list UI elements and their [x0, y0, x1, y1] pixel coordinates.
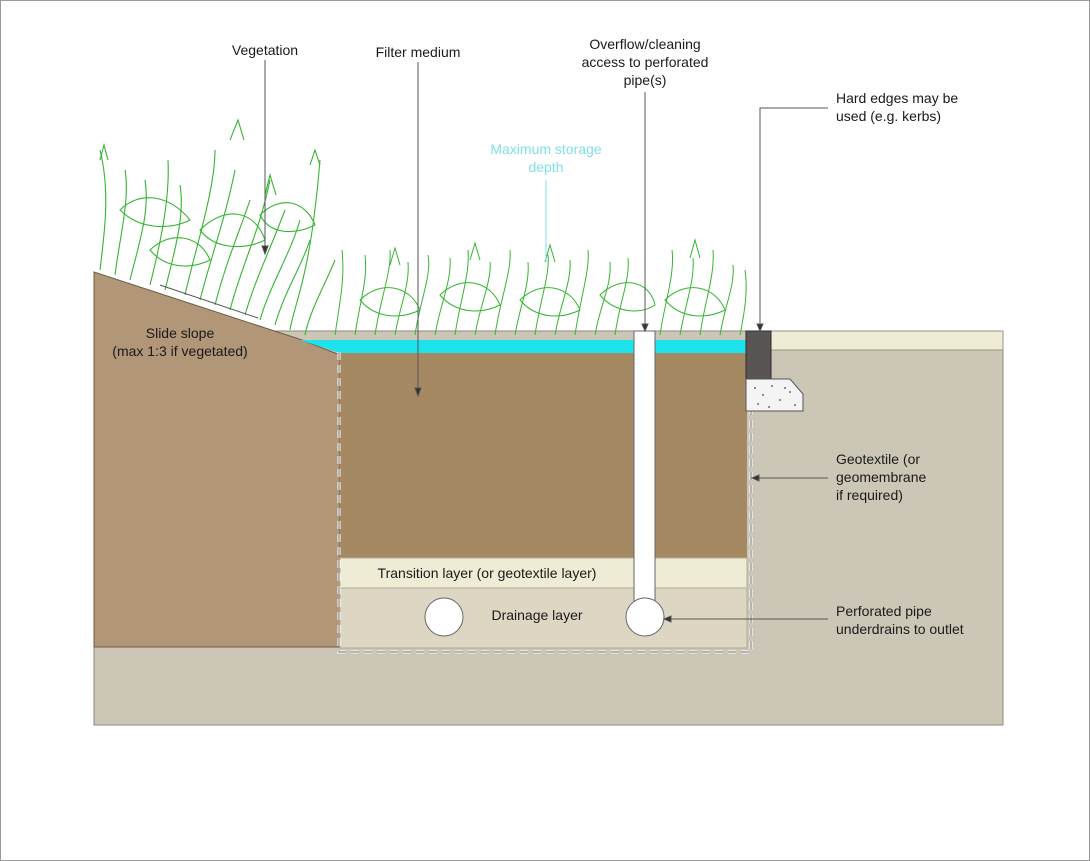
perforated-pipe-right: [625, 597, 665, 637]
transition-layer: [339, 557, 748, 589]
perforated-pipe-left: [424, 597, 464, 637]
label-perforated-pipe-line1: Perforated pipe: [836, 603, 932, 619]
label-transition-layer: Transition layer (or geotextile layer): [378, 565, 597, 581]
label-hard-edges-line1: Hard edges may be: [836, 90, 958, 106]
label-overflow-line2: access to perforated: [582, 54, 709, 70]
label-max-storage-line2: depth: [528, 159, 563, 175]
label-perforated-pipe-line2: underdrains to outlet: [836, 621, 964, 637]
filter-medium-layer: [340, 352, 747, 558]
label-geotextile-line1: Geotextile (or: [836, 451, 920, 467]
label-slide-slope-line1: Slide slope: [146, 325, 215, 341]
pavement-strip: [770, 330, 1004, 351]
label-hard-edges-line2: used (e.g. kerbs): [836, 108, 941, 124]
kerb: [745, 330, 772, 380]
label-slide-slope-line2: (max 1:3 if vegetated): [112, 343, 247, 359]
kerb-footing: [745, 378, 804, 412]
label-max-storage-line1: Maximum storage: [490, 141, 601, 157]
water-surface: [300, 340, 747, 353]
label-geotextile-line3: if required): [836, 487, 903, 503]
label-overflow-line1: Overflow/cleaning: [589, 36, 700, 52]
side-slope-soil: [93, 271, 341, 648]
label-overflow-line3: pipe(s): [624, 72, 667, 88]
label-vegetation: Vegetation: [232, 42, 298, 58]
label-drainage-layer: Drainage layer: [491, 607, 582, 623]
overflow-riser-pipe: [633, 330, 656, 602]
label-geotextile-line2: geomembrane: [836, 469, 926, 485]
drainage-layer: [339, 587, 748, 649]
label-filter-medium: Filter medium: [376, 44, 461, 60]
